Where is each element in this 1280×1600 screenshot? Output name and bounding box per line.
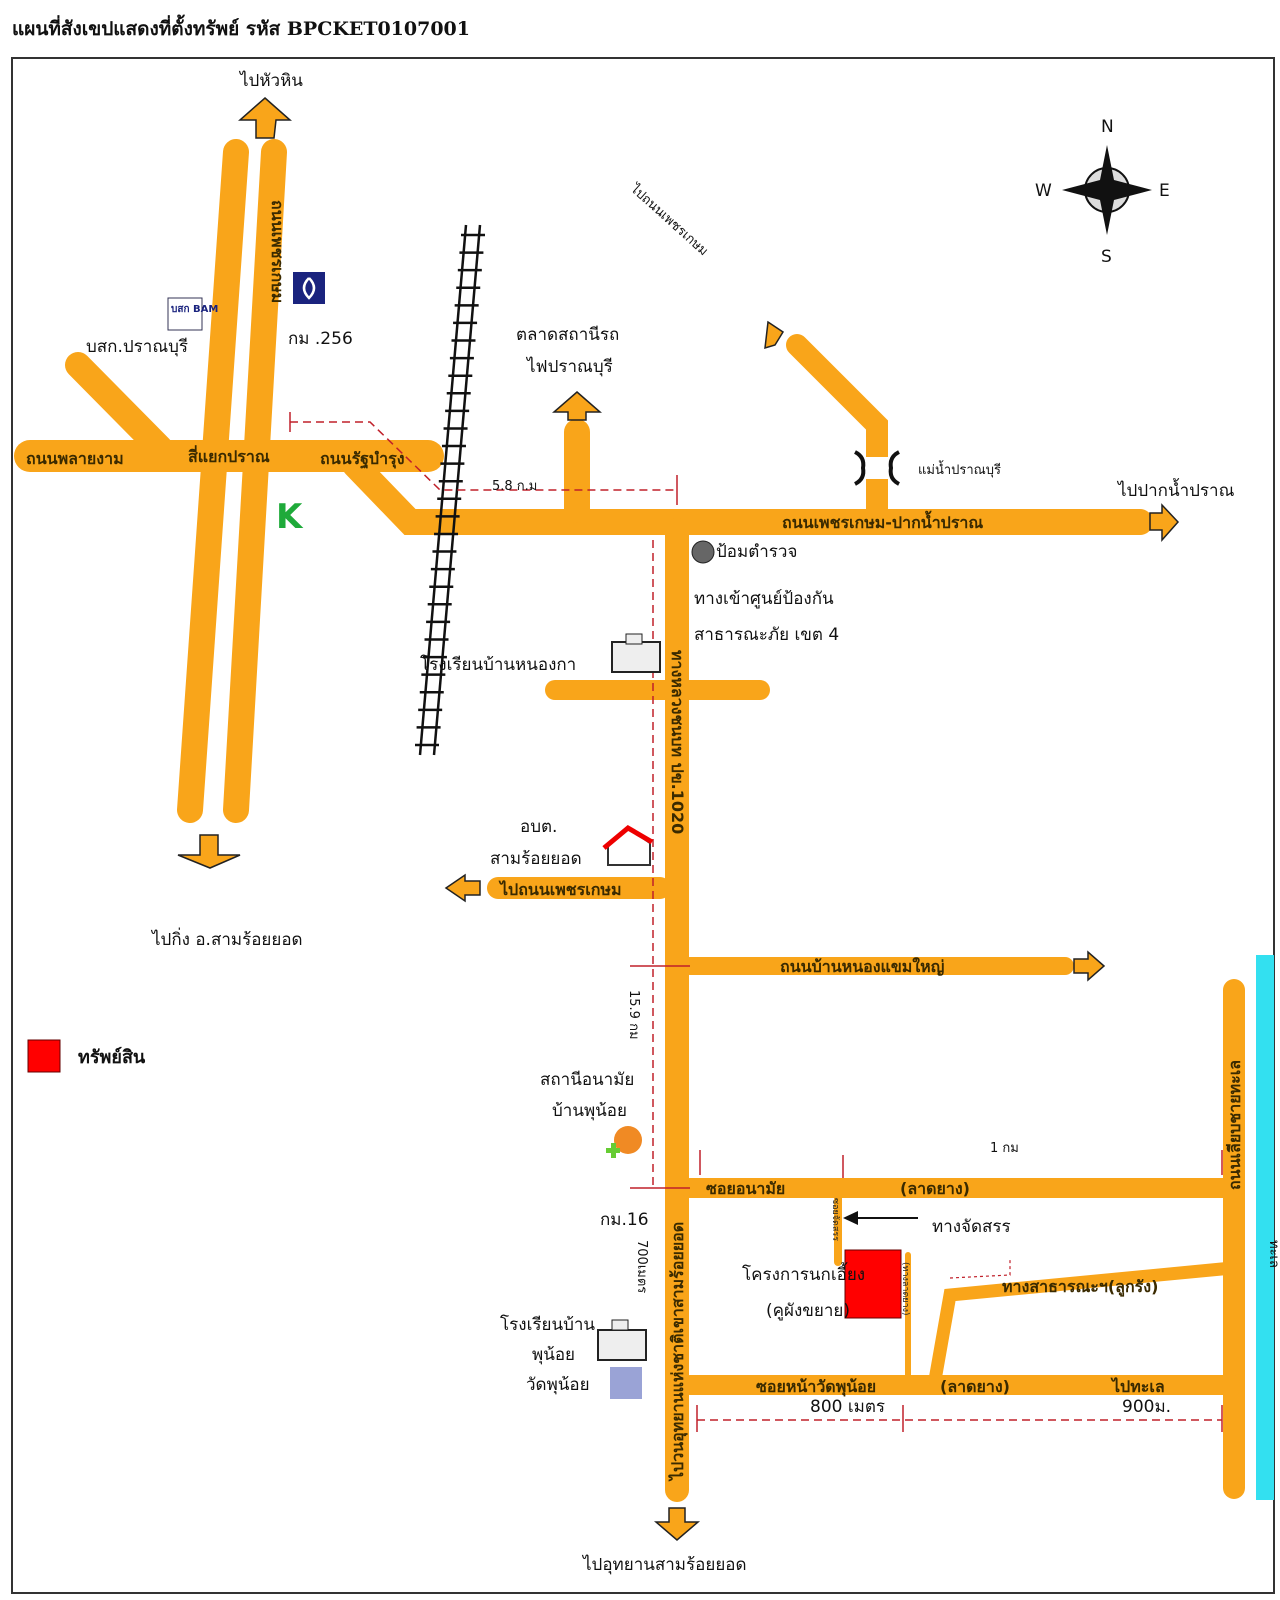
label-dist-800: 800 เมตร bbox=[810, 1397, 885, 1417]
temple-icon bbox=[610, 1367, 642, 1399]
bridge-gap bbox=[866, 457, 888, 479]
compass-n: N bbox=[1101, 117, 1114, 137]
label-side-road: (ทางลาดยาง) bbox=[900, 1262, 910, 1316]
label-paved-2: (ลาดยาง) bbox=[940, 1377, 1010, 1396]
map-labels: ไปหัวหิน ถนนเพชรเกษม กม .256 บสก.ปราณบุร… bbox=[26, 70, 1244, 1575]
police-box-icon bbox=[691, 540, 715, 564]
school-2-icon bbox=[597, 1319, 647, 1361]
arrow-up-huahin-icon bbox=[238, 97, 292, 139]
compass-s: S bbox=[1101, 247, 1112, 267]
arrow-up-market-icon bbox=[551, 391, 603, 421]
health-station-icon bbox=[606, 1126, 642, 1158]
label-school-1: โรงเรียนบ้านหนองกา bbox=[420, 654, 576, 675]
road-phetkasem-east bbox=[223, 139, 287, 823]
label-to-national-park: ไปอุทยานสามร้อยยอด bbox=[581, 1554, 747, 1575]
label-phetkasem: ถนนเพชรเกษม bbox=[268, 200, 287, 303]
label-center-1: ทางเข้าศูนย์ป้องกัน bbox=[694, 589, 834, 609]
arrow-left-icon bbox=[444, 873, 481, 903]
label-temple: วัดพุน้อย bbox=[526, 1375, 590, 1395]
sea-strip bbox=[1256, 955, 1274, 1500]
road-phetkasem-west bbox=[177, 139, 249, 823]
sea-label: ทะเล bbox=[1266, 1240, 1280, 1268]
label-paved-1: (ลาดยาง) bbox=[900, 1179, 970, 1198]
label-to-sea: ไปทะเล bbox=[1110, 1377, 1165, 1396]
legend-label: ทรัพย์สิน bbox=[78, 1046, 146, 1068]
label-km256: กม .256 bbox=[288, 329, 353, 349]
label-obt-2: สามร้อยยอด bbox=[490, 849, 582, 869]
label-baac: บสก.ปราณบุรี bbox=[86, 337, 188, 357]
roads bbox=[14, 139, 1245, 1502]
label-phlaingam: ถนนพลายงาม bbox=[26, 449, 124, 468]
label-to-huahin: ไปหัวหิน bbox=[238, 70, 303, 91]
legend: ทรัพย์สิน bbox=[27, 1039, 146, 1073]
label-school-2a: โรงเรียนบ้าน bbox=[500, 1314, 595, 1335]
obt-house-icon bbox=[602, 824, 654, 866]
label-km16: กม.16 bbox=[600, 1210, 649, 1230]
baac-logo-text: บสก BAM bbox=[171, 304, 218, 315]
label-soi-anamai: ซอยอนามัย bbox=[706, 1179, 785, 1198]
label-center-2: สาธารณะภัย เขต 4 bbox=[694, 625, 839, 645]
road-to-phetkasem-ne bbox=[786, 334, 888, 521]
label-health-1: สถานีอนามัย bbox=[540, 1070, 634, 1090]
property-square-icon bbox=[27, 1039, 61, 1073]
label-rural-road: ทางหลวงชนบท ปข.1020 bbox=[668, 650, 687, 834]
property-marker[interactable] bbox=[844, 1249, 902, 1319]
label-dist-58: 5.8 ก.ม bbox=[492, 479, 537, 494]
railway-icon bbox=[415, 224, 485, 756]
label-dist-1km: 1 กม bbox=[990, 1141, 1019, 1156]
label-beach-road: ถนนเลียบชายทะเล bbox=[1225, 1060, 1244, 1190]
label-project-2: (คูผังขยาย) bbox=[766, 1301, 850, 1321]
road-diagonal-west bbox=[65, 352, 173, 461]
arrow-right-paknam-icon bbox=[1149, 503, 1180, 542]
label-allocation-road: ทางจัดสรร bbox=[932, 1217, 1011, 1237]
label-project-1: โครงการนกเอี้ยง bbox=[742, 1262, 865, 1285]
bridge-icon bbox=[854, 450, 900, 486]
label-market-1: ตลาดสถานีรถ bbox=[516, 325, 619, 345]
label-to-phetkasem-left: ไปถนนเพชรเกษม bbox=[498, 880, 621, 899]
label-to-phetkasem-ne: ไปถนนเพชรเกษม bbox=[627, 180, 712, 259]
label-to-sam-roi-yot: ไปกิ่ง อ.สามร้อยยอด bbox=[150, 927, 303, 950]
arrow-down-icon bbox=[177, 834, 241, 869]
label-ratbamrung: ถนนรัฐบำรุง bbox=[320, 449, 405, 469]
compass-w: W bbox=[1035, 181, 1052, 201]
label-school-2b: พุน้อย bbox=[532, 1345, 575, 1365]
label-dist-900: 900ม. bbox=[1122, 1397, 1171, 1417]
label-national-park-road: ไปวนอุทยานแห่งชาติเขาสามร้อยยอด bbox=[668, 1222, 688, 1482]
label-phetkasem-paknam: ถนนเพชรเกษม-ปากน้ำปราณ bbox=[782, 510, 983, 532]
label-pran-intersection: สี่แยกปราณ bbox=[188, 445, 270, 466]
kasikorn-bank-icon: K bbox=[276, 497, 304, 537]
label-river: แม่น้ำปราณบุรี bbox=[918, 460, 1001, 478]
label-nong-khaem: ถนนบ้านหนองแขมใหญ่ bbox=[780, 957, 944, 977]
label-dist-159: 15.9 กม bbox=[626, 990, 641, 1040]
baac-logo-icon bbox=[167, 297, 203, 331]
map-border bbox=[11, 57, 1275, 1594]
label-to-paknam: ไปปากน้ำปราณ bbox=[1116, 478, 1235, 501]
arrow-nw-icon bbox=[764, 320, 785, 350]
school-icon bbox=[611, 633, 661, 673]
road-public-laterite bbox=[928, 1261, 1239, 1387]
compass-e: E bbox=[1159, 181, 1170, 201]
label-public-road: ทางสาธารณะฯ(ลูกรัง) bbox=[1002, 1277, 1158, 1298]
road-phetkasem-paknam bbox=[342, 452, 1153, 535]
label-soi-small: ซอยจัดสรร bbox=[830, 1198, 840, 1241]
label-market-2: ไฟปราณบุรี bbox=[525, 356, 613, 377]
label-soi-wat: ซอยหน้าวัดพุน้อย bbox=[756, 1377, 876, 1397]
arrow-left-allocation-icon bbox=[843, 1211, 858, 1225]
direction-arrows bbox=[177, 97, 1180, 1541]
compass-icon: N S E W bbox=[1035, 117, 1170, 267]
arrow-right-nongkhaem-icon bbox=[1073, 950, 1106, 982]
label-police: ป้อมตำรวจ bbox=[716, 542, 797, 562]
label-health-2: บ้านพุน้อย bbox=[552, 1101, 627, 1121]
label-obt-1: อบต. bbox=[520, 817, 557, 837]
arrow-down-park-icon bbox=[653, 1507, 701, 1541]
map-title: แผนที่สังเขปแสดงที่ตั้งทรัพย์ รหัส BPCKE… bbox=[12, 18, 470, 40]
label-dist-700: 700เมตร bbox=[634, 1240, 649, 1293]
dim-58km bbox=[290, 421, 675, 491]
